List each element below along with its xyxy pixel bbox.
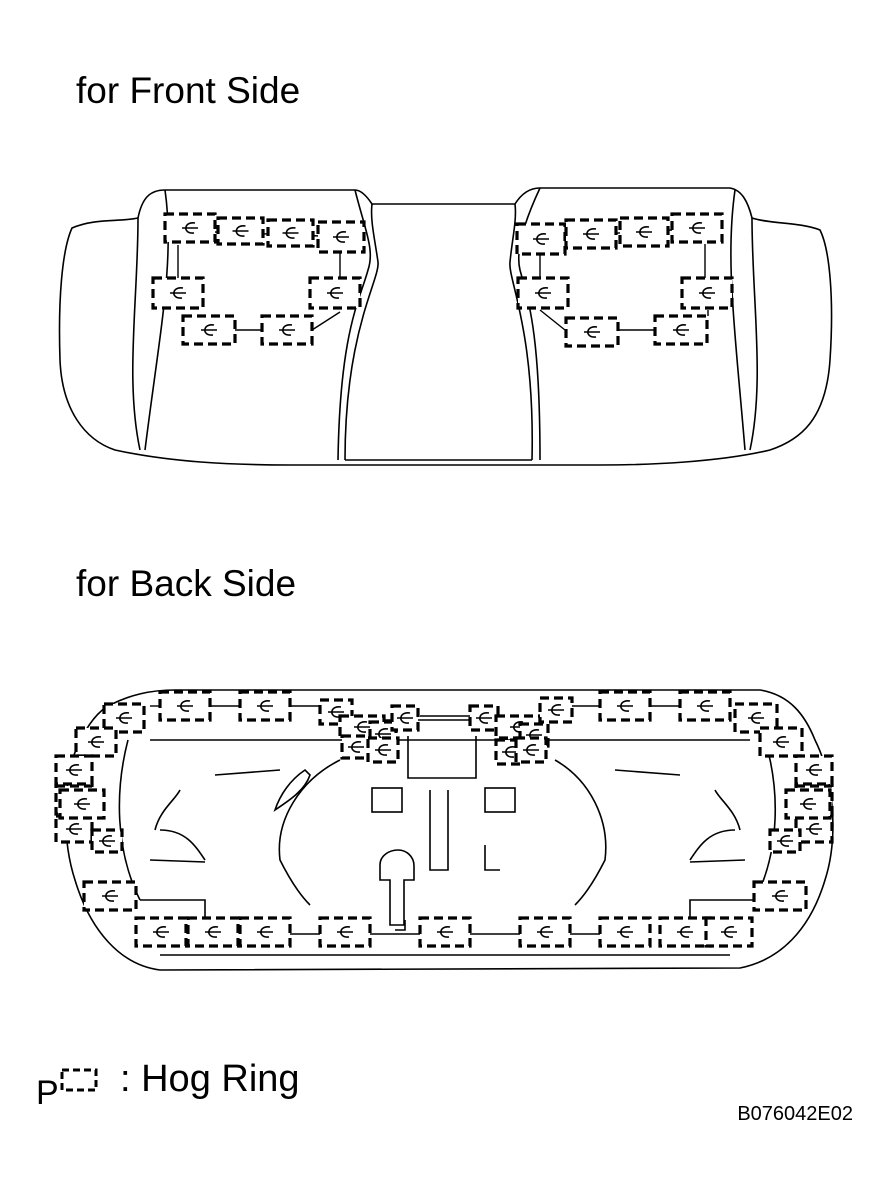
hog-ring-icon bbox=[680, 276, 734, 310]
hog-ring-icon bbox=[514, 736, 548, 764]
hog-ring-icon bbox=[74, 726, 118, 758]
hog-ring-icon bbox=[266, 218, 315, 248]
hog-ring-icon bbox=[158, 690, 212, 722]
hog-ring-icon bbox=[134, 916, 188, 948]
hog-ring-icon bbox=[54, 814, 94, 844]
hog-ring-icon bbox=[216, 216, 265, 246]
hog-ring-icon bbox=[90, 828, 124, 854]
hog-ring-icon bbox=[82, 880, 138, 912]
hog-ring-icon bbox=[102, 702, 146, 734]
hog-ring-icon bbox=[316, 220, 366, 254]
hog-ring-icon bbox=[54, 754, 94, 786]
hog-ring-icon bbox=[784, 788, 832, 820]
hog-ring-icon bbox=[538, 696, 574, 724]
hog-ring-icon bbox=[516, 276, 570, 310]
hog-ring-icon bbox=[238, 690, 292, 722]
hog-ring-icon bbox=[340, 734, 372, 760]
back-side-heading: for Back Side bbox=[76, 563, 297, 604]
hog-ring-icon bbox=[598, 690, 652, 722]
hog-ring-icon bbox=[238, 916, 292, 948]
front-side-heading: for Front Side bbox=[76, 70, 301, 111]
figure-code: B076042E02 bbox=[737, 1103, 853, 1125]
hog-ring-icon bbox=[678, 690, 732, 722]
hog-ring-icon bbox=[758, 726, 804, 758]
hog-ring-icon bbox=[564, 218, 618, 250]
hog-ring-icon bbox=[163, 212, 217, 244]
hog-ring-icon bbox=[260, 314, 314, 346]
hog-ring-icon bbox=[618, 216, 670, 248]
hog-ring-icon bbox=[658, 916, 712, 948]
hog-ring-icon bbox=[58, 788, 106, 820]
hog-ring-icon bbox=[768, 828, 802, 854]
hog-ring-icon bbox=[794, 754, 834, 786]
legend-prefix: P bbox=[36, 1074, 59, 1112]
hog-ring-icon bbox=[670, 212, 724, 244]
hog-ring-icon bbox=[653, 314, 709, 346]
hog-ring-icon bbox=[704, 916, 754, 948]
hog-ring-icon bbox=[366, 736, 400, 764]
hog-ring-icon bbox=[518, 916, 572, 948]
hog-ring-icon bbox=[598, 916, 652, 948]
hog-ring-icon bbox=[318, 916, 372, 948]
hog-ring-icon bbox=[186, 916, 240, 948]
hog-ring-icon bbox=[151, 276, 205, 310]
hog-ring-icon bbox=[752, 880, 808, 912]
hog-ring-icon bbox=[390, 704, 420, 732]
hog-ring-icon bbox=[733, 702, 779, 734]
hog-ring-icon bbox=[515, 222, 567, 256]
hog-ring-icon bbox=[181, 314, 237, 346]
back-seat-outline bbox=[64, 689, 834, 971]
hog-ring-icon bbox=[308, 276, 362, 310]
hog-ring-icon bbox=[418, 916, 472, 948]
legend-label: : Hog Ring bbox=[120, 1058, 300, 1100]
hog-ring-icon bbox=[564, 316, 620, 348]
front-hog-rings bbox=[151, 212, 734, 348]
hog-ring-box-icon bbox=[60, 1068, 98, 1092]
back-hog-rings bbox=[54, 690, 834, 948]
hog-ring-icon bbox=[468, 704, 500, 732]
